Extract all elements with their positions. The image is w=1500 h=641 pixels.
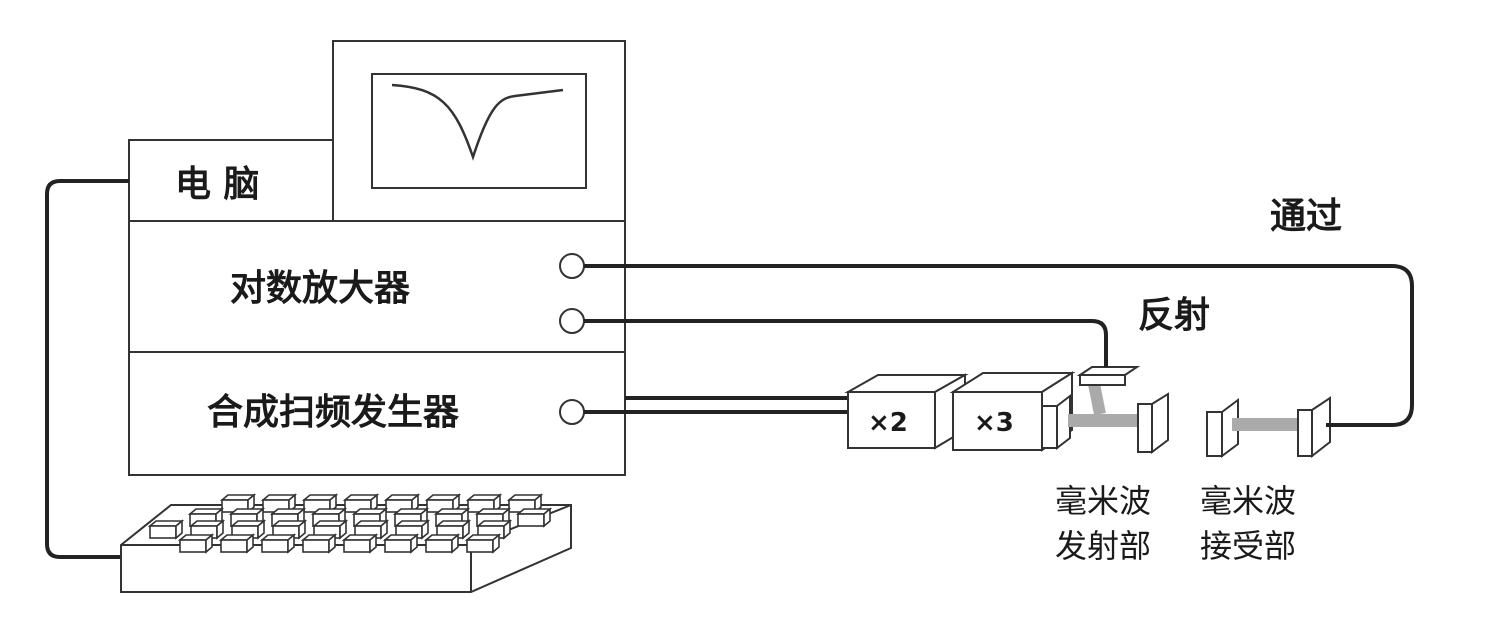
multiplier-x3-label: ×3 [974, 408, 1014, 438]
transmitter-label-line1: 毫米波 [1055, 482, 1151, 520]
transmission-label: 通过 [1270, 196, 1342, 237]
transmitter-label-line2: 发射部 [1055, 527, 1151, 565]
screen-trace [391, 83, 564, 161]
generator-port [559, 399, 585, 425]
keyboard-cable [45, 179, 129, 559]
log-amplifier-box [128, 220, 626, 353]
keyboard-key [147, 519, 185, 540]
reflection-coupler [1076, 366, 1141, 416]
keyboard-key [218, 533, 256, 554]
keyboard-key [229, 519, 267, 540]
log-amplifier-label: 对数放大器 [230, 268, 411, 309]
computer-label: 电 脑 [175, 164, 260, 205]
keyboard-key [506, 493, 544, 514]
keyboard-key [515, 507, 553, 528]
transmitter-horn [1041, 392, 1169, 454]
sweep-generator-label: 合成扫频发生器 [207, 392, 460, 433]
keyboard-key [259, 533, 297, 554]
keyboard [120, 493, 572, 593]
keyboard-key [341, 533, 379, 554]
keyboard-key [464, 533, 502, 554]
reflection-cable [584, 319, 1108, 367]
receiver-horn [1206, 396, 1331, 459]
keyboard-key [382, 533, 420, 554]
keyboard-key [423, 533, 461, 554]
receiver-label-line1: 毫米波 [1200, 482, 1296, 520]
keyboard-key [177, 533, 215, 554]
amp-port-transmission [559, 253, 585, 279]
keyboard-key [269, 507, 307, 528]
transmission-cable [584, 264, 1414, 427]
receiver-label-line2: 接受部 [1200, 527, 1296, 565]
reflection-label: 反射 [1138, 295, 1210, 336]
amp-port-reflection [559, 308, 585, 334]
monitor-screen [371, 73, 587, 189]
keyboard-key [300, 533, 338, 554]
multiplier-x2-label: ×2 [868, 408, 908, 438]
